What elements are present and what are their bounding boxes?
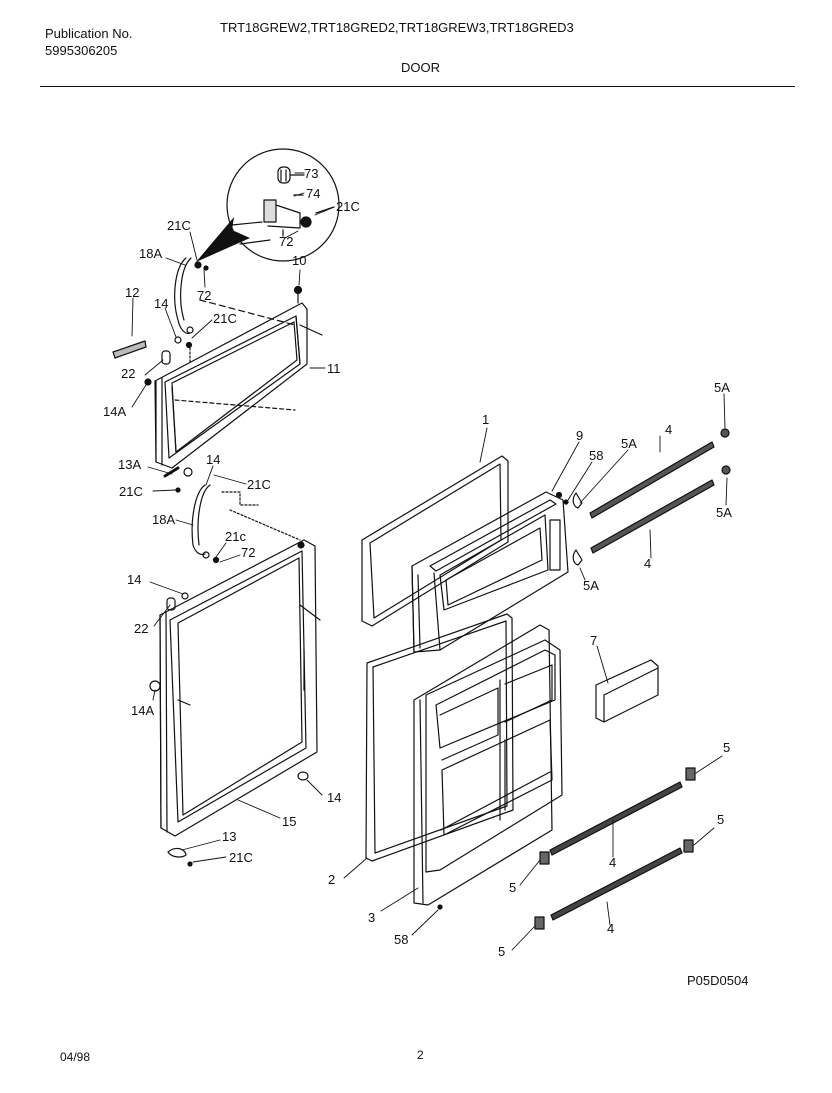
callout-73: 73: [304, 166, 318, 181]
callout-21C-inset: 21C: [336, 199, 360, 214]
callout-14: 14: [206, 452, 220, 467]
fresh-food-gasket: [365, 613, 514, 862]
callout-5: 5: [723, 740, 730, 755]
callout-9: 9: [576, 428, 583, 443]
callout-15: 15: [282, 814, 296, 829]
callout-22: 22: [121, 366, 135, 381]
freezer-door-liner: [411, 491, 569, 653]
callout-14: 14: [327, 790, 341, 805]
callout-4: 4: [607, 921, 614, 936]
callout-11: 11: [327, 361, 341, 376]
callout-58: 58: [589, 448, 603, 463]
callout-72: 72: [197, 288, 211, 303]
callout-7: 7: [590, 633, 597, 648]
upper-shelf-rails: [563, 428, 731, 566]
leader-lines: [131, 172, 728, 951]
door-bin: [595, 659, 659, 723]
publication-number: 5995306205: [45, 43, 118, 58]
section-title: DOOR: [401, 60, 440, 75]
callout-58: 58: [394, 932, 408, 947]
callout-13: 13: [222, 829, 236, 844]
callout-21C: 21C: [247, 477, 271, 492]
callout-21C: 21C: [213, 311, 237, 326]
detail-inset: [196, 148, 340, 262]
callout-2: 2: [328, 872, 335, 887]
callout-5A: 5A: [714, 380, 730, 395]
fresh-food-door-liner: [413, 624, 563, 910]
publication-date: 04/98: [60, 1050, 91, 1064]
header-rule: [40, 86, 795, 87]
callout-21C: 21C: [229, 850, 253, 865]
callout-3: 3: [368, 910, 375, 925]
callout-74: 74: [306, 186, 320, 201]
freezer-hinge-hardware: [112, 257, 209, 493]
callout-5: 5: [498, 944, 505, 959]
callout-5: 5: [717, 812, 724, 827]
callout-4: 4: [665, 422, 672, 437]
callout-labels: 73 74 21C 72 21C 18A 72 10 12 14 21C 22 …: [103, 166, 732, 959]
callout-21C: 21C: [119, 484, 143, 499]
callout-5A: 5A: [621, 436, 637, 451]
callout-5A: 5A: [583, 578, 599, 593]
callout-18A: 18A: [152, 512, 175, 527]
callout-22: 22: [134, 621, 148, 636]
fresh-food-hinge-hardware: [149, 484, 309, 867]
callout-18A: 18A: [139, 246, 162, 261]
model-numbers: TRT18GREW2,TRT18GRED2,TRT18GREW3,TRT18GR…: [220, 20, 574, 35]
diagram-code: P05D0504: [687, 973, 749, 988]
freezer-door-frame: [154, 285, 323, 469]
callout-13A: 13A: [118, 457, 141, 472]
callout-5: 5: [509, 880, 516, 895]
callout-14A: 14A: [131, 703, 154, 718]
callout-4: 4: [644, 556, 651, 571]
callout-72-inset: 72: [279, 234, 293, 249]
callout-12: 12: [125, 285, 139, 300]
callout-1: 1: [482, 412, 489, 427]
page-number: 2: [417, 1048, 424, 1062]
callout-14: 14: [154, 296, 168, 311]
fresh-food-door-frame: [159, 539, 321, 837]
publication-label: Publication No.: [45, 26, 133, 41]
callout-5A: 5A: [716, 505, 732, 520]
callout-14A: 14A: [103, 404, 126, 419]
freezer-gasket: [361, 455, 509, 627]
callout-10: 10: [292, 253, 306, 268]
callout-14: 14: [127, 572, 141, 587]
callout-4: 4: [609, 855, 616, 870]
callout-21c: 21c: [225, 529, 246, 544]
callout-72: 72: [241, 545, 255, 560]
lower-shelf-rails: [534, 767, 696, 930]
callout-21C: 21C: [167, 218, 191, 233]
